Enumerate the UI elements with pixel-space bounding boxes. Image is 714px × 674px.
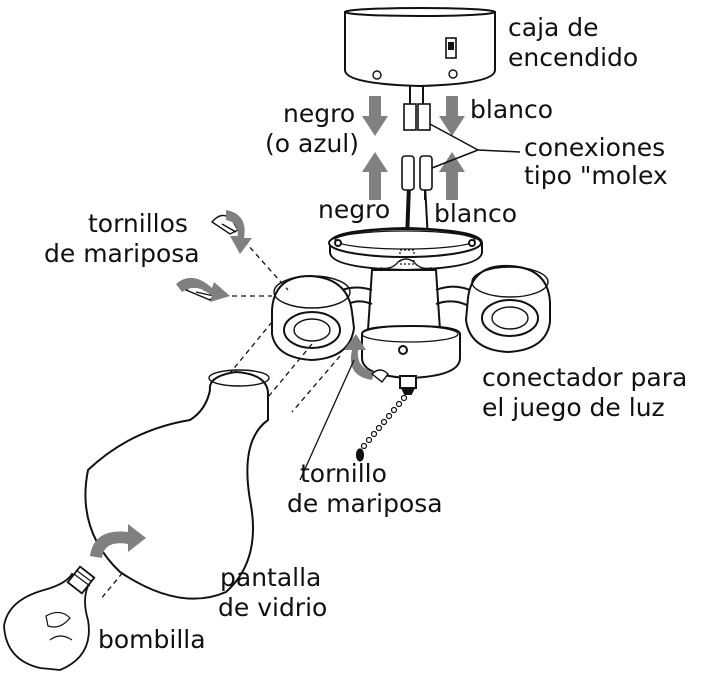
- wing-screw-label-line2: de mariposa: [287, 489, 443, 518]
- curved-arrow-icon: [176, 277, 230, 302]
- black-wire-label-line2: (o azul): [265, 129, 359, 158]
- down-arrow-icon: [362, 96, 388, 136]
- pull-chain: [355, 394, 408, 462]
- light-kit-body: [327, 226, 487, 395]
- light-kit-connector-label-line1: conectador para: [482, 363, 688, 392]
- glass-shade-label-line2: de vidrio: [218, 593, 328, 622]
- white-wire-label: blanco: [470, 95, 554, 124]
- wires: [401, 86, 433, 241]
- up-arrow-icon: [439, 152, 465, 200]
- curved-arrow-icon: [344, 334, 374, 380]
- switch-box-label-line2: encendido: [508, 43, 639, 72]
- light-kit-connector-label-line2: el juego de luz: [482, 393, 665, 422]
- curved-arrow-icon: [90, 524, 146, 558]
- wing-screws-label-line1: tornillos: [88, 209, 188, 238]
- black-wire-label-line1: negro: [283, 99, 356, 128]
- molex-label-line2: tipo "molex: [524, 161, 668, 190]
- molex-label-line1: conexiones: [524, 133, 666, 162]
- white-lower-label: blanco: [434, 199, 518, 228]
- right-socket: [464, 264, 551, 354]
- glass-shade-label-line1: pantalla: [220, 563, 322, 592]
- wing-screw-label-line1: tornillo: [300, 459, 387, 488]
- switch-box-label-line1: caja de: [508, 13, 599, 42]
- wing-screw-leader: [299, 359, 355, 481]
- black-lower-label: negro: [318, 195, 391, 224]
- down-arrow-icon: [439, 96, 465, 136]
- wing-screw-icon: [370, 369, 389, 383]
- up-arrow-icon: [362, 152, 388, 200]
- left-socket: [271, 274, 356, 362]
- switch-housing: [344, 7, 496, 88]
- light-bulb: [3, 565, 96, 671]
- molex-leader-lines: [429, 123, 521, 169]
- curved-arrow-icon: [226, 210, 252, 254]
- wing-screws-label-line2: de mariposa: [44, 239, 200, 268]
- bulb-label: bombilla: [98, 625, 206, 654]
